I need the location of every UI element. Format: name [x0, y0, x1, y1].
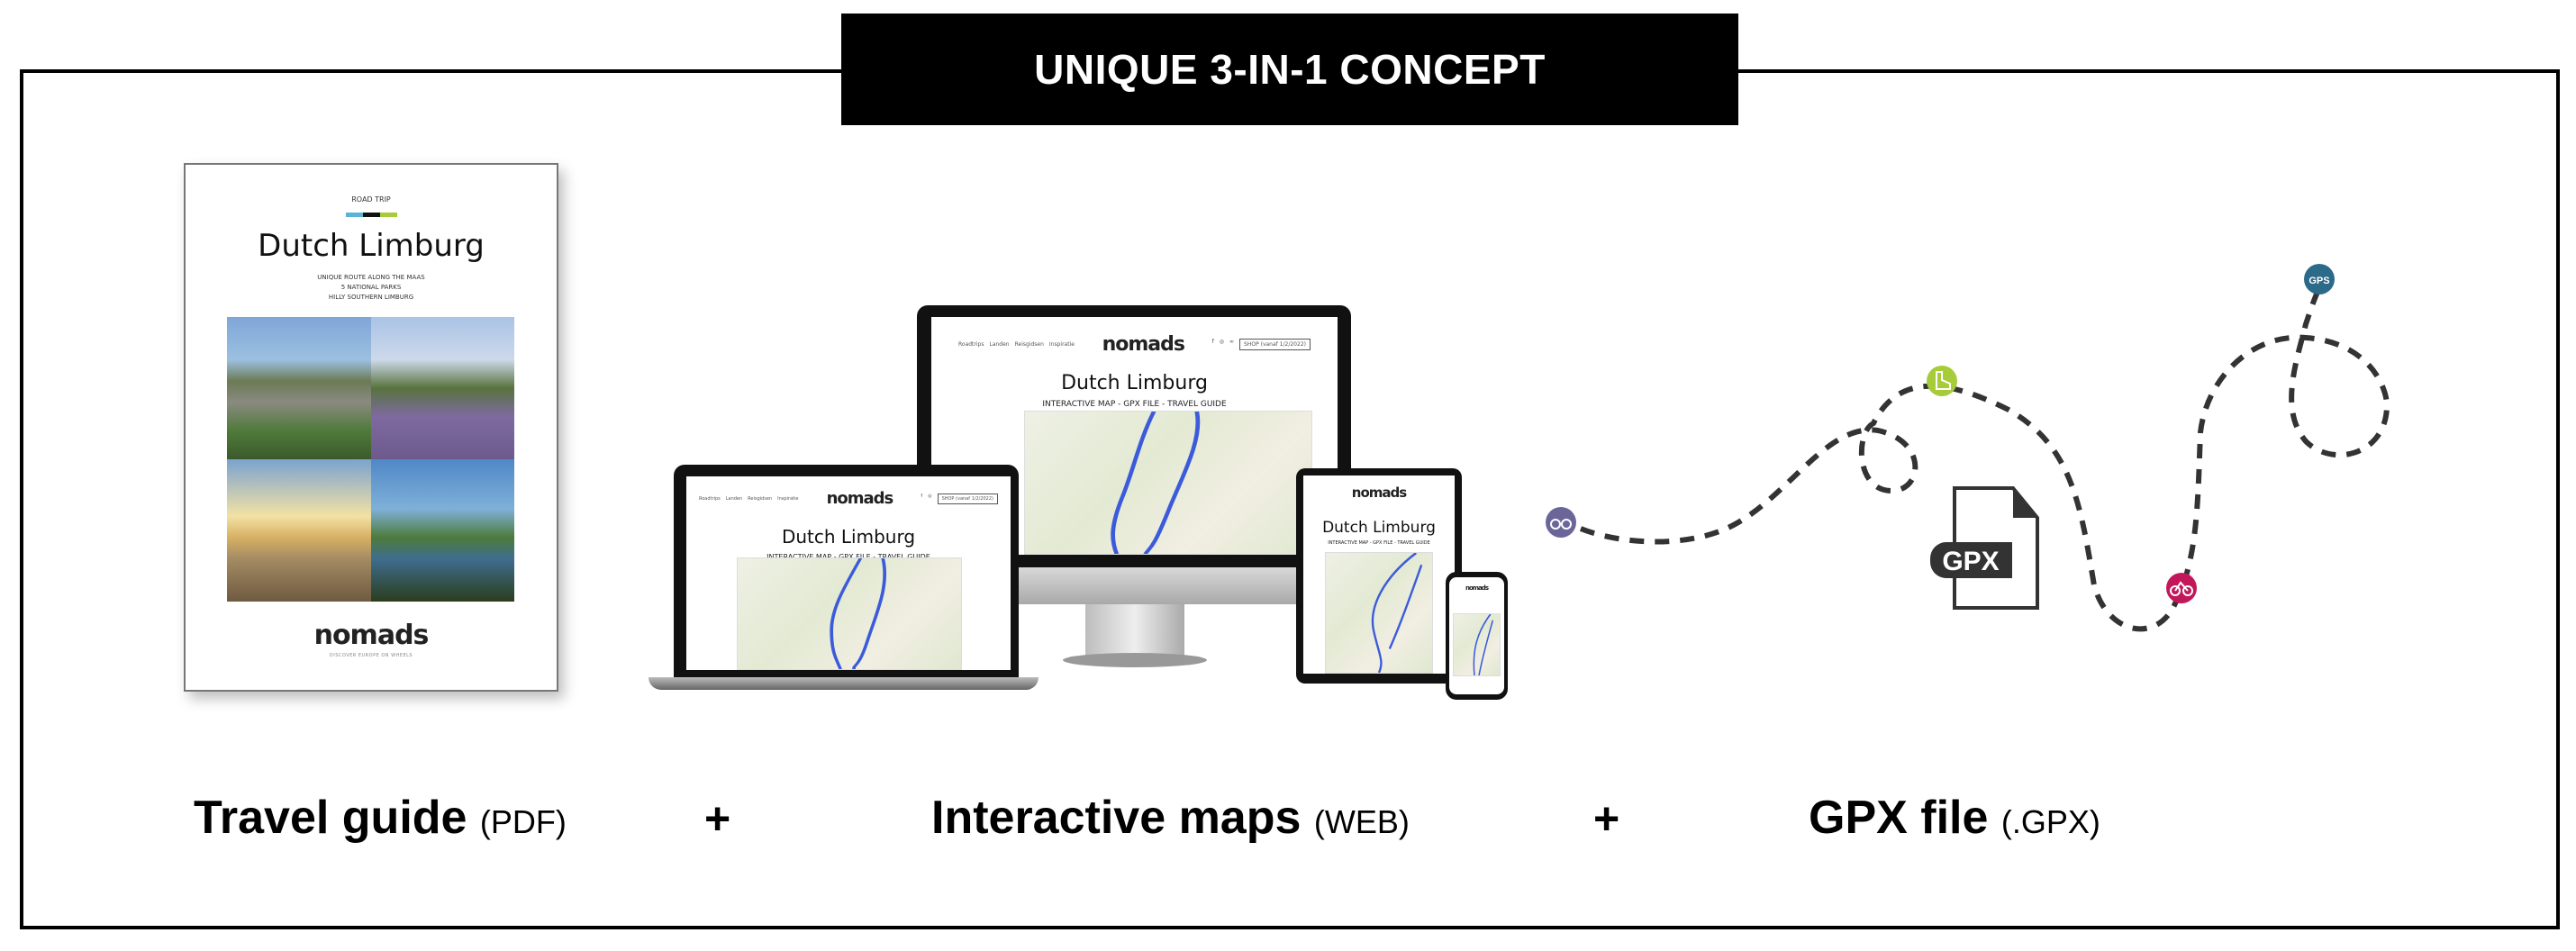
- cover-kicker: ROAD TRIP: [351, 195, 391, 204]
- instagram-icon[interactable]: ◎: [928, 493, 932, 499]
- shop-button[interactable]: SHOP (vanaf 1/2/2022): [937, 493, 998, 504]
- site-subtitle: INTERACTIVE MAP - GPX FILE - TRAVEL GUID…: [1042, 400, 1227, 409]
- caption-travel-guide: Travel guide (PDF): [194, 791, 567, 845]
- caption-main: GPX file: [1809, 792, 1989, 844]
- sunset-reeds-photo: [227, 459, 371, 602]
- cover-line: UNIQUE ROUTE ALONG THE MAAS: [317, 274, 425, 281]
- castle-photo: [227, 317, 371, 459]
- gpx-file-label: GPX: [1942, 547, 1999, 576]
- nav-item[interactable]: Roadtrips: [699, 495, 721, 502]
- page-title: UNIQUE 3-IN-1 CONCEPT: [841, 14, 1738, 125]
- travel-guide-cover: ROAD TRIP Dutch Limburg UNIQUE ROUTE ALO…: [184, 163, 558, 692]
- tablet-screen: nomads Dutch Limburg INTERACTIVE MAP - G…: [1303, 476, 1455, 674]
- interactive-map[interactable]: [1024, 411, 1312, 555]
- caption-main: Interactive maps: [931, 792, 1302, 844]
- site-title: Dutch Limburg: [1322, 519, 1436, 537]
- logo-tagline: DISCOVER EUROPE ON WHEELS: [329, 653, 413, 658]
- cover-line: HILLY SOUTHERN LIMBURG: [328, 294, 414, 301]
- caption-format: (WEB): [1313, 803, 1410, 840]
- dashed-route: [1579, 286, 2390, 632]
- caption-format: (PDF): [479, 803, 567, 840]
- binoculars-icon: [1546, 507, 1576, 538]
- nav-item[interactable]: Reisgidsen: [1014, 341, 1044, 348]
- route-line: [1371, 551, 1423, 674]
- river-photo: [370, 459, 514, 602]
- color-stripe: [186, 213, 557, 217]
- nomads-logo[interactable]: nomads: [1102, 333, 1185, 356]
- heath-photo: [370, 317, 514, 459]
- gps-label: GPS: [2308, 276, 2329, 286]
- nav-item[interactable]: Landen: [989, 341, 1010, 348]
- interactive-map[interactable]: [1325, 551, 1433, 674]
- interactive-map[interactable]: [737, 557, 962, 670]
- plus-sign: +: [1593, 793, 1620, 844]
- nav-item[interactable]: Reisgidsen: [748, 495, 773, 502]
- cover-title: Dutch Limburg: [258, 228, 485, 264]
- gps-icon: GPS: [2304, 264, 2335, 294]
- nomads-logo[interactable]: nomads: [1465, 584, 1489, 592]
- caption-main: Travel guide: [194, 792, 467, 844]
- cover-photo-grid: [227, 317, 514, 602]
- nav-item[interactable]: Inspiratie: [777, 495, 799, 502]
- phone-screen: nomads: [1449, 577, 1504, 694]
- site-title: Dutch Limburg: [1061, 372, 1208, 394]
- site-subtitle: INTERACTIVE MAP - GPX FILE - TRAVEL GUID…: [1328, 540, 1430, 546]
- plus-sign: +: [704, 793, 731, 844]
- nomads-logo[interactable]: nomads: [1351, 485, 1407, 501]
- site-subtitle: INTERACTIVE MAP - GPX FILE - TRAVEL GUID…: [686, 553, 1011, 561]
- instagram-icon[interactable]: ◎: [1219, 339, 1225, 345]
- route-line: [830, 557, 887, 670]
- caption-format: (.GPX): [2000, 803, 2100, 840]
- nav-item[interactable]: Inspiratie: [1048, 341, 1075, 348]
- nav-item[interactable]: Landen: [725, 495, 743, 502]
- route-line: [1111, 411, 1201, 555]
- caption-interactive-maps: Interactive maps (WEB): [931, 791, 1410, 845]
- shop-button[interactable]: SHOP (vanaf 1/2/2022): [1239, 339, 1311, 350]
- hiking-boot-icon: [1927, 366, 1957, 396]
- link-icon[interactable]: ∞: [1229, 339, 1235, 345]
- facebook-icon[interactable]: f: [1211, 339, 1214, 345]
- nomads-logo[interactable]: nomads: [826, 489, 894, 508]
- bicycle-icon: [2166, 573, 2197, 603]
- laptop-base: [649, 677, 1039, 690]
- caption-gpx-file: GPX file (.GPX): [1809, 791, 2100, 845]
- facebook-icon[interactable]: f: [921, 493, 923, 499]
- site-title: Dutch Limburg: [781, 526, 916, 548]
- monitor-stand: [1085, 604, 1184, 660]
- gpx-file-icon: GPX: [1930, 486, 2039, 610]
- laptop-screen: Roadtrips Landen Reisgidsen Inspiratie noma…: [686, 476, 1011, 670]
- interactive-map[interactable]: [1453, 613, 1501, 676]
- cover-line: 5 NATIONAL PARKS: [340, 284, 402, 291]
- nomads-logo: nomads: [313, 620, 430, 651]
- monitor-base: [1063, 653, 1207, 667]
- nav-item[interactable]: Roadtrips: [958, 341, 984, 348]
- route-line: [1473, 613, 1494, 676]
